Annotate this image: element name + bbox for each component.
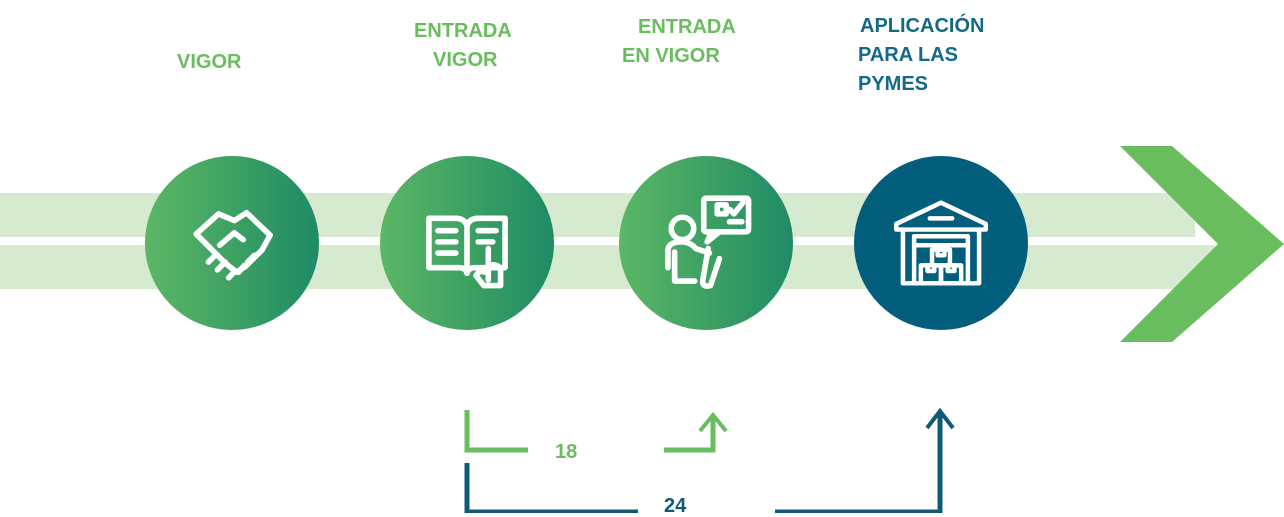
milestone-label-1-line-1: VIGOR xyxy=(177,51,242,73)
long-duration-end-line xyxy=(775,414,943,513)
short-duration-value: 18 xyxy=(555,441,578,463)
milestone-circle-1 xyxy=(145,156,319,330)
milestone-label-4: APLICACIÓN PARA LAS PYMES xyxy=(858,12,984,99)
handshake-icon xyxy=(193,209,273,281)
open-book-icon xyxy=(426,215,508,289)
milestone-circle-2 xyxy=(380,156,554,330)
timeline-arrowhead xyxy=(1120,146,1284,342)
milestone-circle-4 xyxy=(854,156,1028,330)
milestone-label-1: VIGOR xyxy=(177,48,241,77)
presenter-checklist-icon xyxy=(665,195,752,289)
milestone-label-3-line-2: EN VIGOR xyxy=(622,45,720,67)
milestone-label-2-line-1: ENTRADA xyxy=(414,20,512,42)
long-duration-arrowhead xyxy=(925,407,955,430)
milestone-circle-3 xyxy=(619,156,793,330)
milestone-label-4-line-2: PARA LAS xyxy=(858,44,958,66)
milestone-label-3-line-1: ENTRADA xyxy=(638,16,736,38)
milestone-label-2: ENTRADA VIGOR xyxy=(414,17,512,75)
short-duration-end-line xyxy=(664,418,716,453)
milestone-label-2-line-2: VIGOR xyxy=(433,49,498,71)
short-duration-start-line xyxy=(464,410,528,453)
milestone-label-4-line-3: PYMES xyxy=(858,73,929,95)
milestone-label-3: ENTRADA EN VIGOR xyxy=(622,13,736,71)
short-duration-arrowhead xyxy=(698,411,728,433)
warehouse-icon xyxy=(893,200,989,286)
milestone-label-4-line-1: APLICACIÓN xyxy=(860,15,985,37)
long-duration-start-line xyxy=(464,463,638,513)
long-duration-value: 24 xyxy=(664,495,687,517)
